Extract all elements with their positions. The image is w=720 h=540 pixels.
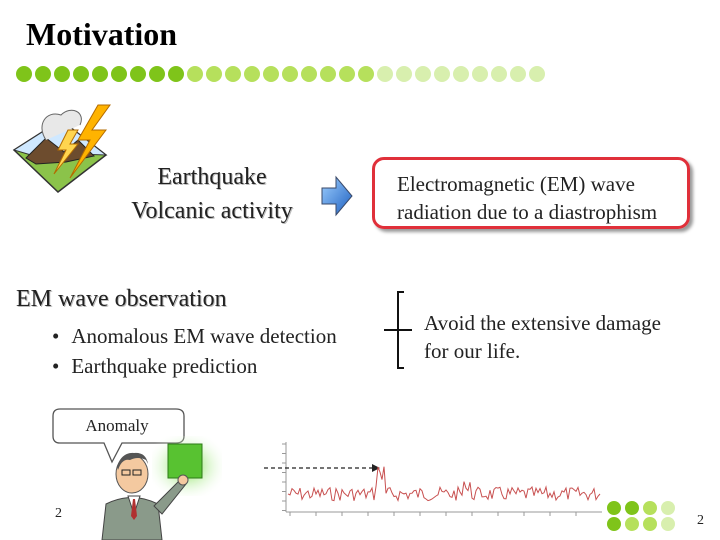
speech-callout: [52, 408, 185, 464]
arrow-right-icon: [321, 175, 353, 217]
page-number-left: 2: [55, 506, 62, 521]
decorative-dot: [54, 66, 70, 82]
cause-line-2: Volcanic activity: [131, 198, 293, 224]
bracket-icon: [384, 291, 412, 369]
decorative-dot: [263, 66, 279, 82]
decorative-dot: [643, 501, 657, 515]
decorative-dot: [625, 517, 639, 531]
decorative-dot: [130, 66, 146, 82]
decorative-dot: [396, 66, 412, 82]
decorative-dot: [206, 66, 222, 82]
decorative-dot: [225, 66, 241, 82]
decorative-dot-row: [16, 66, 545, 82]
decorative-dot: [187, 66, 203, 82]
presenter-clipart-icon: [101, 436, 222, 540]
decorative-dot: [529, 66, 545, 82]
decorative-dot: [643, 517, 657, 531]
decorative-dot: [510, 66, 526, 82]
page-title: Motivation: [26, 16, 178, 52]
decorative-dot: [92, 66, 108, 82]
decorative-dot: [661, 517, 675, 531]
anomaly-callout-label: Anomaly: [85, 416, 149, 435]
decorative-dot: [415, 66, 431, 82]
decorative-dot: [301, 66, 317, 82]
decorative-dot: [377, 66, 393, 82]
decorative-dot: [472, 66, 488, 82]
decorative-dot: [282, 66, 298, 82]
decorative-dot: [149, 66, 165, 82]
decorative-dot: [73, 66, 89, 82]
decorative-dot: [358, 66, 374, 82]
decorative-dot: [607, 501, 621, 515]
decorative-dot: [111, 66, 127, 82]
goal-line-1: Avoid the extensive damage: [424, 311, 661, 335]
decorative-dot: [320, 66, 336, 82]
decorative-dot: [453, 66, 469, 82]
decorative-dot-cluster: [607, 501, 675, 531]
decorative-dot: [607, 517, 621, 531]
volcano-lightning-icon: [12, 104, 111, 193]
bullet-item: Earthquake prediction: [52, 351, 337, 381]
cause-line-1: Earthquake: [157, 164, 267, 190]
decorative-dot: [339, 66, 355, 82]
decorative-dot: [244, 66, 260, 82]
observation-bullet-list: Anomalous EM wave detection Earthquake p…: [52, 321, 337, 381]
observation-heading: EM wave observation: [16, 286, 227, 312]
goal-line-2: for our life.: [424, 339, 521, 363]
decorative-dot: [168, 66, 184, 82]
page-number-right: 2: [697, 513, 704, 528]
cause-text: Earthquake Volcanic activity: [102, 160, 322, 228]
result-line-2: radiation due to a diastrophism: [397, 200, 658, 224]
bullet-item: Anomalous EM wave detection: [52, 321, 336, 351]
goal-text: Avoid the extensive damage for our life.: [424, 309, 661, 365]
em-radiation-box: Electromagnetic (EM) wave radiation due …: [372, 157, 690, 229]
decorative-dot: [491, 66, 507, 82]
result-line-1: Electromagnetic (EM) wave: [397, 172, 635, 196]
decorative-dot: [16, 66, 32, 82]
decorative-dot: [434, 66, 450, 82]
em-waveform-plot: [262, 442, 602, 516]
decorative-dot: [661, 501, 675, 515]
decorative-dot: [35, 66, 51, 82]
waveform-line: [287, 466, 601, 502]
decorative-dot: [625, 501, 639, 515]
anomaly-pointer-arrowhead: [372, 464, 380, 472]
